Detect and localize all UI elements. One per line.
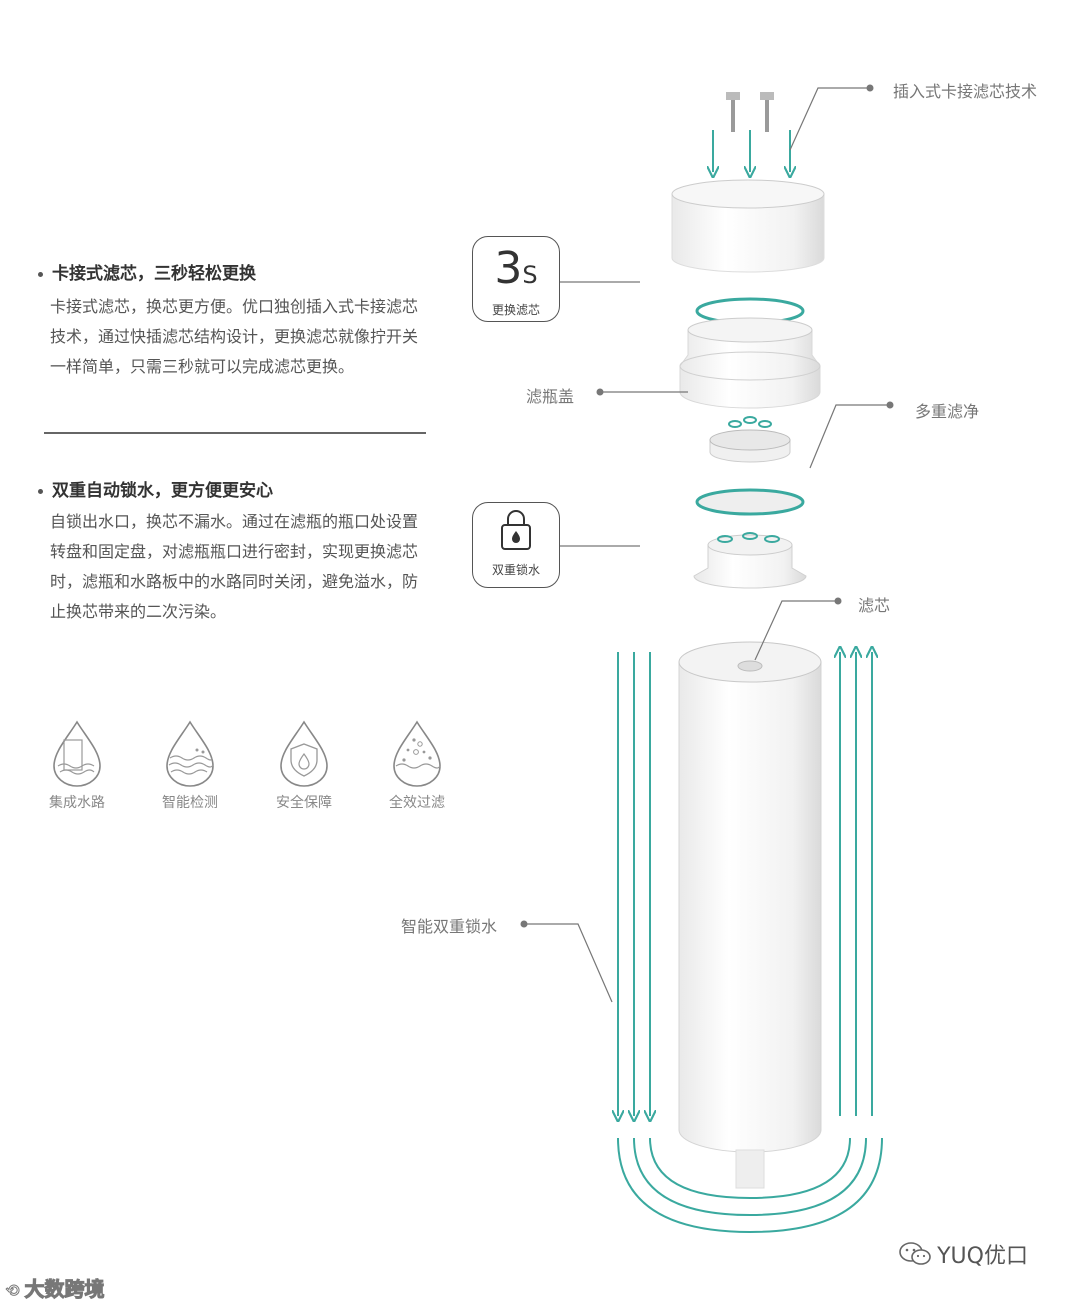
badge-3s-value: 3S xyxy=(473,247,559,297)
lock-base-part xyxy=(694,533,806,588)
watermark-left: ⟲ 大数跨境 xyxy=(6,1273,105,1302)
watermark-right: YUQ优口 xyxy=(898,1238,1028,1270)
callout-filter-core: 滤芯 xyxy=(858,592,890,616)
filter-cylinder xyxy=(679,642,821,1188)
watermark-right-text: YUQ优口 xyxy=(937,1244,1028,1269)
multi-filter-part xyxy=(710,417,790,462)
flow-arrows-up xyxy=(840,652,872,1116)
badge-three-seconds: 3S 更换滤芯 xyxy=(472,236,560,322)
flow-arrows-down xyxy=(618,652,650,1116)
wechat-icon xyxy=(898,1241,932,1267)
badge-double-lock: 双重锁水 xyxy=(472,502,560,588)
bottle-cap xyxy=(680,318,820,408)
watermark-left-text: 大数跨境 xyxy=(25,1277,105,1301)
screw-right xyxy=(760,92,774,132)
badge-3s-label: 更换滤芯 xyxy=(473,301,559,318)
callout-plug-tech: 插入式卡接滤芯技术 xyxy=(893,78,1037,102)
callout-bottle-cap: 滤瓶盖 xyxy=(526,383,574,407)
watermark-left-logo: ⟲ xyxy=(6,1281,19,1300)
top-cap xyxy=(672,180,824,272)
callout-multi-filter: 多重滤净 xyxy=(915,398,979,422)
seal-ring-middle xyxy=(697,490,803,514)
callout-smart-lock: 智能双重锁水 xyxy=(401,913,497,937)
screw-left xyxy=(726,92,740,132)
badge-lock-label: 双重锁水 xyxy=(473,561,559,578)
padlock-water-icon xyxy=(473,503,559,555)
